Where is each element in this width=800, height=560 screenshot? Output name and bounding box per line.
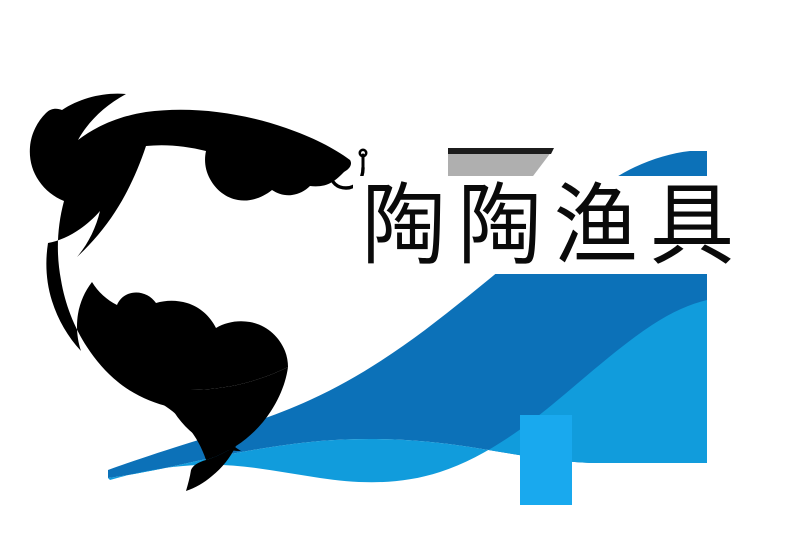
wave-accent-bright [520,415,572,505]
white-text-band [353,176,707,274]
leaping-fish-silhouette [29,93,351,491]
